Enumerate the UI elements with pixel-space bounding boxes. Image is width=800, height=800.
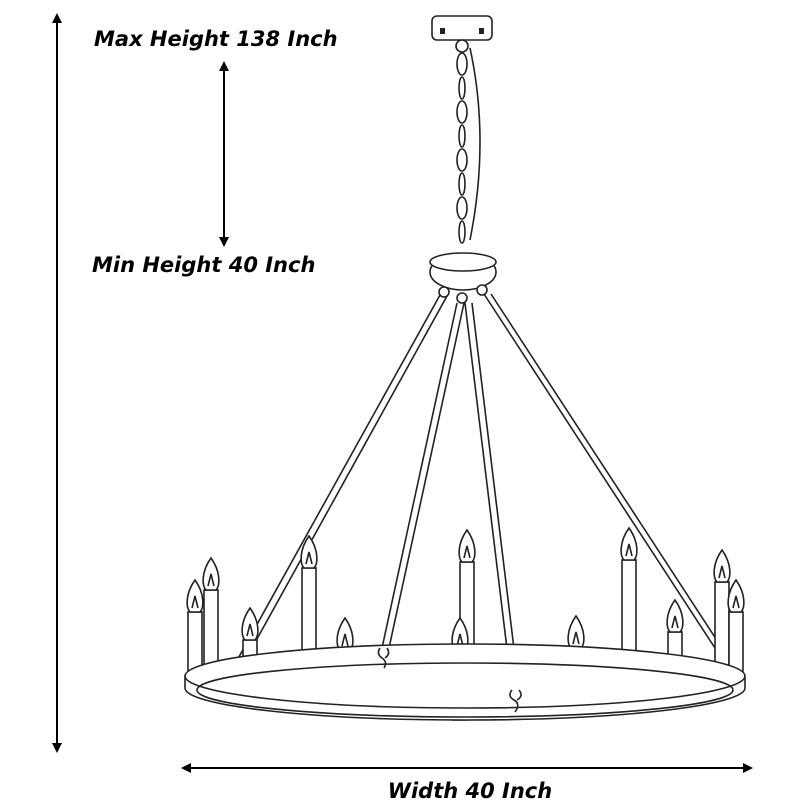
support-rods	[224, 293, 736, 691]
chain-link	[458, 76, 466, 100]
min-height-label: Min Height 40 Inch	[92, 253, 315, 277]
ceiling-canopy	[431, 15, 493, 53]
max-height-label: Max Height 138 Inch	[94, 27, 338, 51]
candle	[202, 556, 220, 677]
center-hub	[429, 252, 497, 304]
chandelier-ring	[184, 643, 746, 721]
candle	[620, 526, 638, 673]
hooks	[377, 647, 522, 713]
chain	[456, 52, 468, 244]
chain-link	[456, 148, 468, 172]
power-cord	[469, 47, 481, 241]
chain-link	[458, 220, 466, 244]
chain-link	[456, 52, 468, 76]
width-label: Width 40 Inch	[388, 779, 552, 800]
chain-link	[456, 196, 468, 220]
chain-link	[458, 124, 466, 148]
chain-link	[456, 100, 468, 124]
candle	[713, 548, 731, 677]
chain-link	[458, 172, 466, 196]
